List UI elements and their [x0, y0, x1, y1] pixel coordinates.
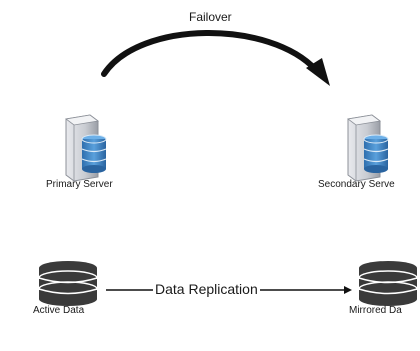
- active-data-database-icon: [38, 261, 98, 306]
- failover-arrow-icon: [101, 30, 330, 86]
- primary-server-icon: [65, 114, 107, 182]
- secondary-server-label: Secondary Serve: [318, 179, 395, 190]
- mirrored-data-database-icon: [358, 261, 418, 306]
- failover-label: Failover: [189, 10, 232, 24]
- primary-server-label: Primary Server: [46, 179, 113, 190]
- data-replication-label: Data Replication: [153, 281, 260, 297]
- mirrored-data-label: Mirrored Da: [349, 305, 402, 316]
- secondary-server-icon: [347, 114, 389, 182]
- active-data-label: Active Data: [33, 305, 85, 316]
